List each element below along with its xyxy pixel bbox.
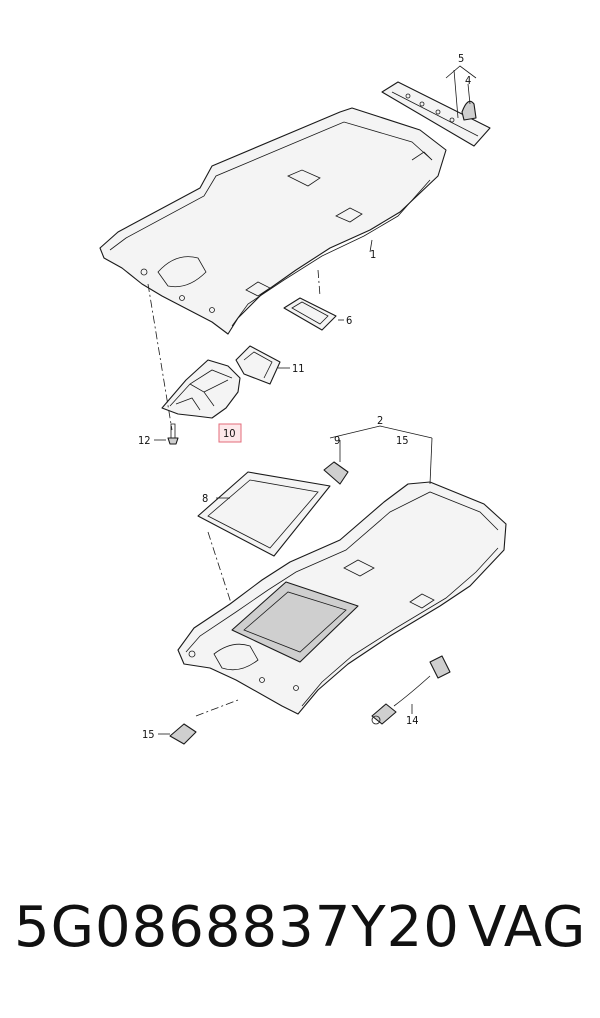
callout-15-top: 15 [396, 434, 409, 447]
caption: 5G0868837Y20 VAG [0, 895, 600, 985]
part-4-clip [461, 100, 477, 121]
part-10-console [161, 359, 241, 419]
part-number: 5G0868837Y20 [14, 895, 460, 960]
callout-9: 9 [334, 434, 340, 447]
callout-12: 12 [138, 434, 151, 447]
parts-diagram: 5 4 1 6 11 10 12 2 9 15 8 14 15 [99, 52, 507, 745]
part-5-trim-strip [381, 81, 491, 147]
part-12-screw [167, 423, 179, 445]
callout-14: 14 [406, 714, 419, 727]
callout-6: 6 [346, 314, 352, 327]
callout-2: 2 [377, 414, 383, 427]
part-11-cover [235, 345, 281, 385]
brand-name: VAG [468, 895, 587, 960]
part-8-seal [197, 471, 331, 557]
part-15-clip [169, 723, 197, 745]
alignment-lines [147, 269, 321, 717]
callout-11: 11 [292, 362, 305, 375]
callout-labels: 5 4 1 6 11 10 12 2 9 15 8 14 15 [138, 52, 471, 741]
callout-1: 1 [370, 248, 376, 261]
leader-lines [154, 65, 477, 735]
callout-5: 5 [458, 52, 464, 65]
callout-8: 8 [202, 492, 208, 505]
part-9-clip [323, 461, 349, 485]
part-1-headliner [99, 107, 447, 335]
callout-15-bottom: 15 [142, 728, 155, 741]
part-2-headliner [177, 481, 507, 715]
highlight-box [218, 423, 242, 443]
callout-10: 10 [223, 427, 236, 440]
callout-4: 4 [465, 74, 471, 87]
part-14-cable [371, 655, 451, 725]
part-6-frame [283, 297, 337, 331]
